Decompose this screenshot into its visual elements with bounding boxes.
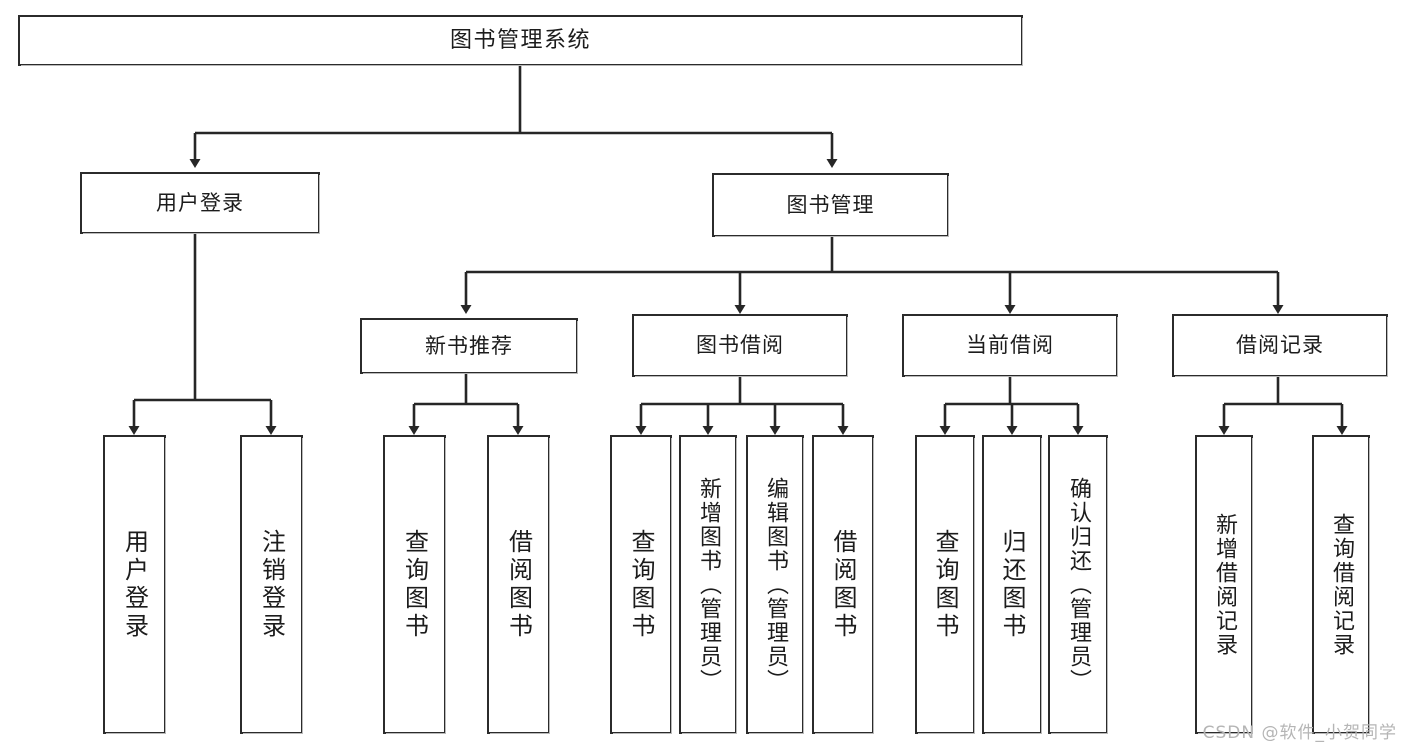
leaf-borrow-book[interactable]: 借阅图书 — [812, 435, 874, 734]
node-label: 图书管理系统 — [449, 27, 591, 53]
node-label: 查询图书 — [627, 528, 655, 641]
leaf-edit-book-admin[interactable]: 编辑图书（管理员） — [746, 435, 804, 734]
node-label: 新增借阅记录 — [1212, 512, 1237, 657]
leaf-borrow-book-recommend[interactable]: 借阅图书 — [487, 435, 550, 734]
leaf-confirm-return-admin[interactable]: 确认归还（管理员） — [1048, 435, 1108, 734]
node-label: 图书借阅 — [696, 333, 784, 358]
node-label: 借阅图书 — [829, 528, 857, 641]
leaf-logout-login[interactable]: 注销登录 — [240, 435, 303, 734]
node-label: 注销登录 — [257, 528, 286, 641]
node-label: 用户登录 — [120, 528, 149, 641]
leaf-return-book[interactable]: 归还图书 — [982, 435, 1042, 734]
node-user-login[interactable]: 用户登录 — [80, 172, 320, 234]
leaf-query-book-current[interactable]: 查询图书 — [915, 435, 975, 734]
node-label: 编辑图书（管理员） — [763, 476, 788, 693]
node-label: 借阅记录 — [1236, 333, 1324, 358]
node-book-management[interactable]: 图书管理 — [712, 173, 949, 237]
node-current-borrow[interactable]: 当前借阅 — [902, 314, 1118, 377]
leaf-add-borrow-record[interactable]: 新增借阅记录 — [1195, 435, 1253, 734]
node-label: 归还图书 — [998, 528, 1026, 641]
node-label: 新书推荐 — [425, 333, 513, 358]
node-label: 查询图书 — [931, 528, 959, 641]
leaf-query-borrow-record[interactable]: 查询借阅记录 — [1312, 435, 1370, 734]
leaf-add-book-admin[interactable]: 新增图书（管理员） — [679, 435, 737, 734]
node-new-book-recommend[interactable]: 新书推荐 — [360, 318, 578, 374]
node-label: 用户登录 — [156, 190, 244, 215]
watermark-text: CSDN @软件_小贺同学 — [1202, 723, 1397, 743]
node-root-book-management-system[interactable]: 图书管理系统 — [18, 15, 1023, 66]
node-label: 查询图书 — [400, 528, 429, 641]
leaf-query-book-recommend[interactable]: 查询图书 — [383, 435, 446, 734]
node-borrow-record[interactable]: 借阅记录 — [1172, 314, 1388, 377]
node-label: 查询借阅记录 — [1329, 512, 1354, 657]
node-label: 当前借阅 — [966, 333, 1054, 358]
leaf-user-login[interactable]: 用户登录 — [103, 435, 166, 734]
node-label: 新增图书（管理员） — [696, 476, 721, 693]
node-book-borrow[interactable]: 图书借阅 — [632, 314, 848, 377]
node-label: 借阅图书 — [504, 528, 533, 641]
leaf-query-book-borrow[interactable]: 查询图书 — [610, 435, 672, 734]
node-label: 确认归还（管理员） — [1066, 476, 1091, 693]
node-label: 图书管理 — [786, 192, 875, 217]
